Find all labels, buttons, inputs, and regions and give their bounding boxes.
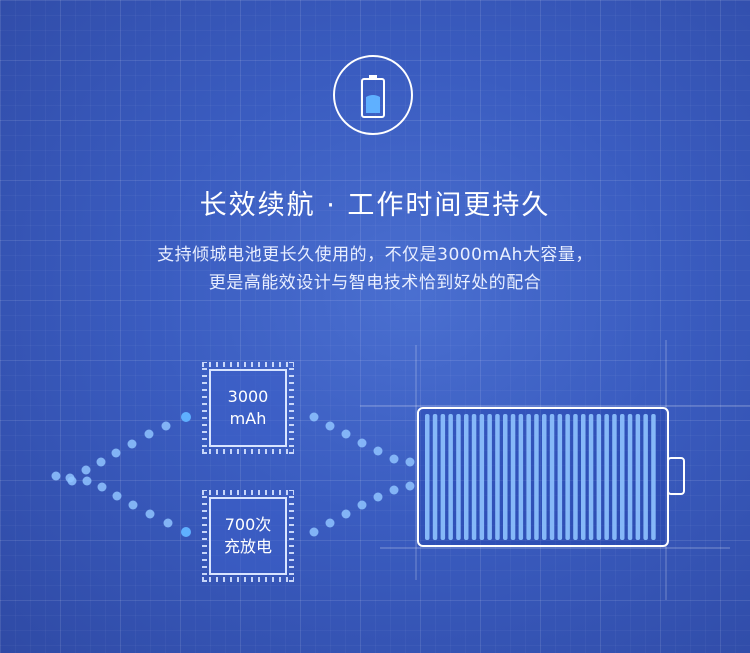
- battery-cell: [464, 414, 469, 540]
- connector-dot: [163, 518, 173, 528]
- battery-cell: [534, 414, 539, 540]
- headline: 长效续航 · 工作时间更持久: [199, 190, 551, 221]
- connector-dot: [51, 471, 61, 481]
- connector-dot: [405, 457, 415, 467]
- description-line-2: 更是高能效设计与智电技术恰到好处的配合: [208, 273, 542, 293]
- battery-cell: [526, 414, 531, 540]
- cycles-unit: 充放电: [223, 537, 272, 556]
- battery-icon: [361, 75, 385, 118]
- battery-badge: [333, 55, 413, 135]
- battery-cell: [487, 414, 492, 540]
- battery-cell: [479, 414, 485, 540]
- connector-dot: [325, 421, 335, 431]
- connector-dot: [112, 491, 122, 501]
- battery-cell: [643, 414, 648, 540]
- connector-dot: [389, 485, 399, 495]
- battery-cell: [432, 414, 438, 540]
- battery-cell: [557, 414, 563, 540]
- battery-cell: [627, 414, 633, 540]
- connector-dot: [111, 448, 121, 458]
- connector-dot: [128, 500, 138, 510]
- battery-cell: [651, 414, 656, 540]
- battery-cell: [456, 414, 461, 540]
- connector-dot: [309, 412, 319, 422]
- connector-dot: [325, 518, 335, 528]
- capacity-unit: mAh: [229, 409, 267, 428]
- connector-dot: [181, 412, 191, 422]
- battery-cell: [596, 414, 602, 540]
- battery-cell: [620, 414, 625, 540]
- battery-cell: [549, 414, 555, 540]
- connector-dot: [389, 454, 399, 464]
- battery-cell: [604, 414, 609, 540]
- connector-dot: [405, 481, 415, 491]
- battery-cell: [510, 414, 516, 540]
- cycles-chip: 700次 充放电: [209, 497, 287, 575]
- battery-cell: [542, 414, 547, 540]
- battery-cell: [581, 414, 586, 540]
- connector-dot: [82, 476, 92, 486]
- battery-cell: [495, 414, 500, 540]
- connector-dot: [309, 527, 319, 537]
- connector-dot: [127, 439, 137, 449]
- description-line-1: 支持倾城电池更长久使用的，不仅是3000mAh大容量，: [157, 245, 593, 265]
- battery-cell: [503, 414, 508, 540]
- connector-dots: [51, 412, 415, 537]
- connector-dot: [373, 446, 383, 456]
- connector-dot: [97, 482, 107, 492]
- connector-dot: [161, 421, 171, 431]
- cycles-value: 700次: [224, 515, 272, 534]
- battery-cell: [635, 414, 641, 540]
- connector-dot: [144, 429, 154, 439]
- connector-dot: [341, 509, 351, 519]
- connector-dot: [145, 509, 155, 519]
- battery-cell: [565, 414, 570, 540]
- battery-cell: [588, 414, 594, 540]
- connector-dot: [357, 500, 367, 510]
- battery-cell: [573, 414, 578, 540]
- connector-dot: [96, 457, 106, 467]
- connector-dot: [373, 492, 383, 502]
- battery-cell: [425, 414, 430, 540]
- battery-illustration-icon: [417, 407, 685, 547]
- capacity-chip: 3000 mAh: [209, 369, 287, 447]
- battery-cell: [518, 414, 524, 540]
- battery-cell: [471, 414, 477, 540]
- connector-dot: [357, 438, 367, 448]
- connector-dot: [181, 527, 191, 537]
- battery-cell: [440, 414, 446, 540]
- connector-dot: [341, 429, 351, 439]
- connector-dot: [67, 476, 77, 486]
- battery-cell: [448, 414, 453, 540]
- connector-dot: [81, 465, 91, 475]
- capacity-value: 3000: [227, 387, 269, 406]
- battery-cell: [612, 414, 617, 540]
